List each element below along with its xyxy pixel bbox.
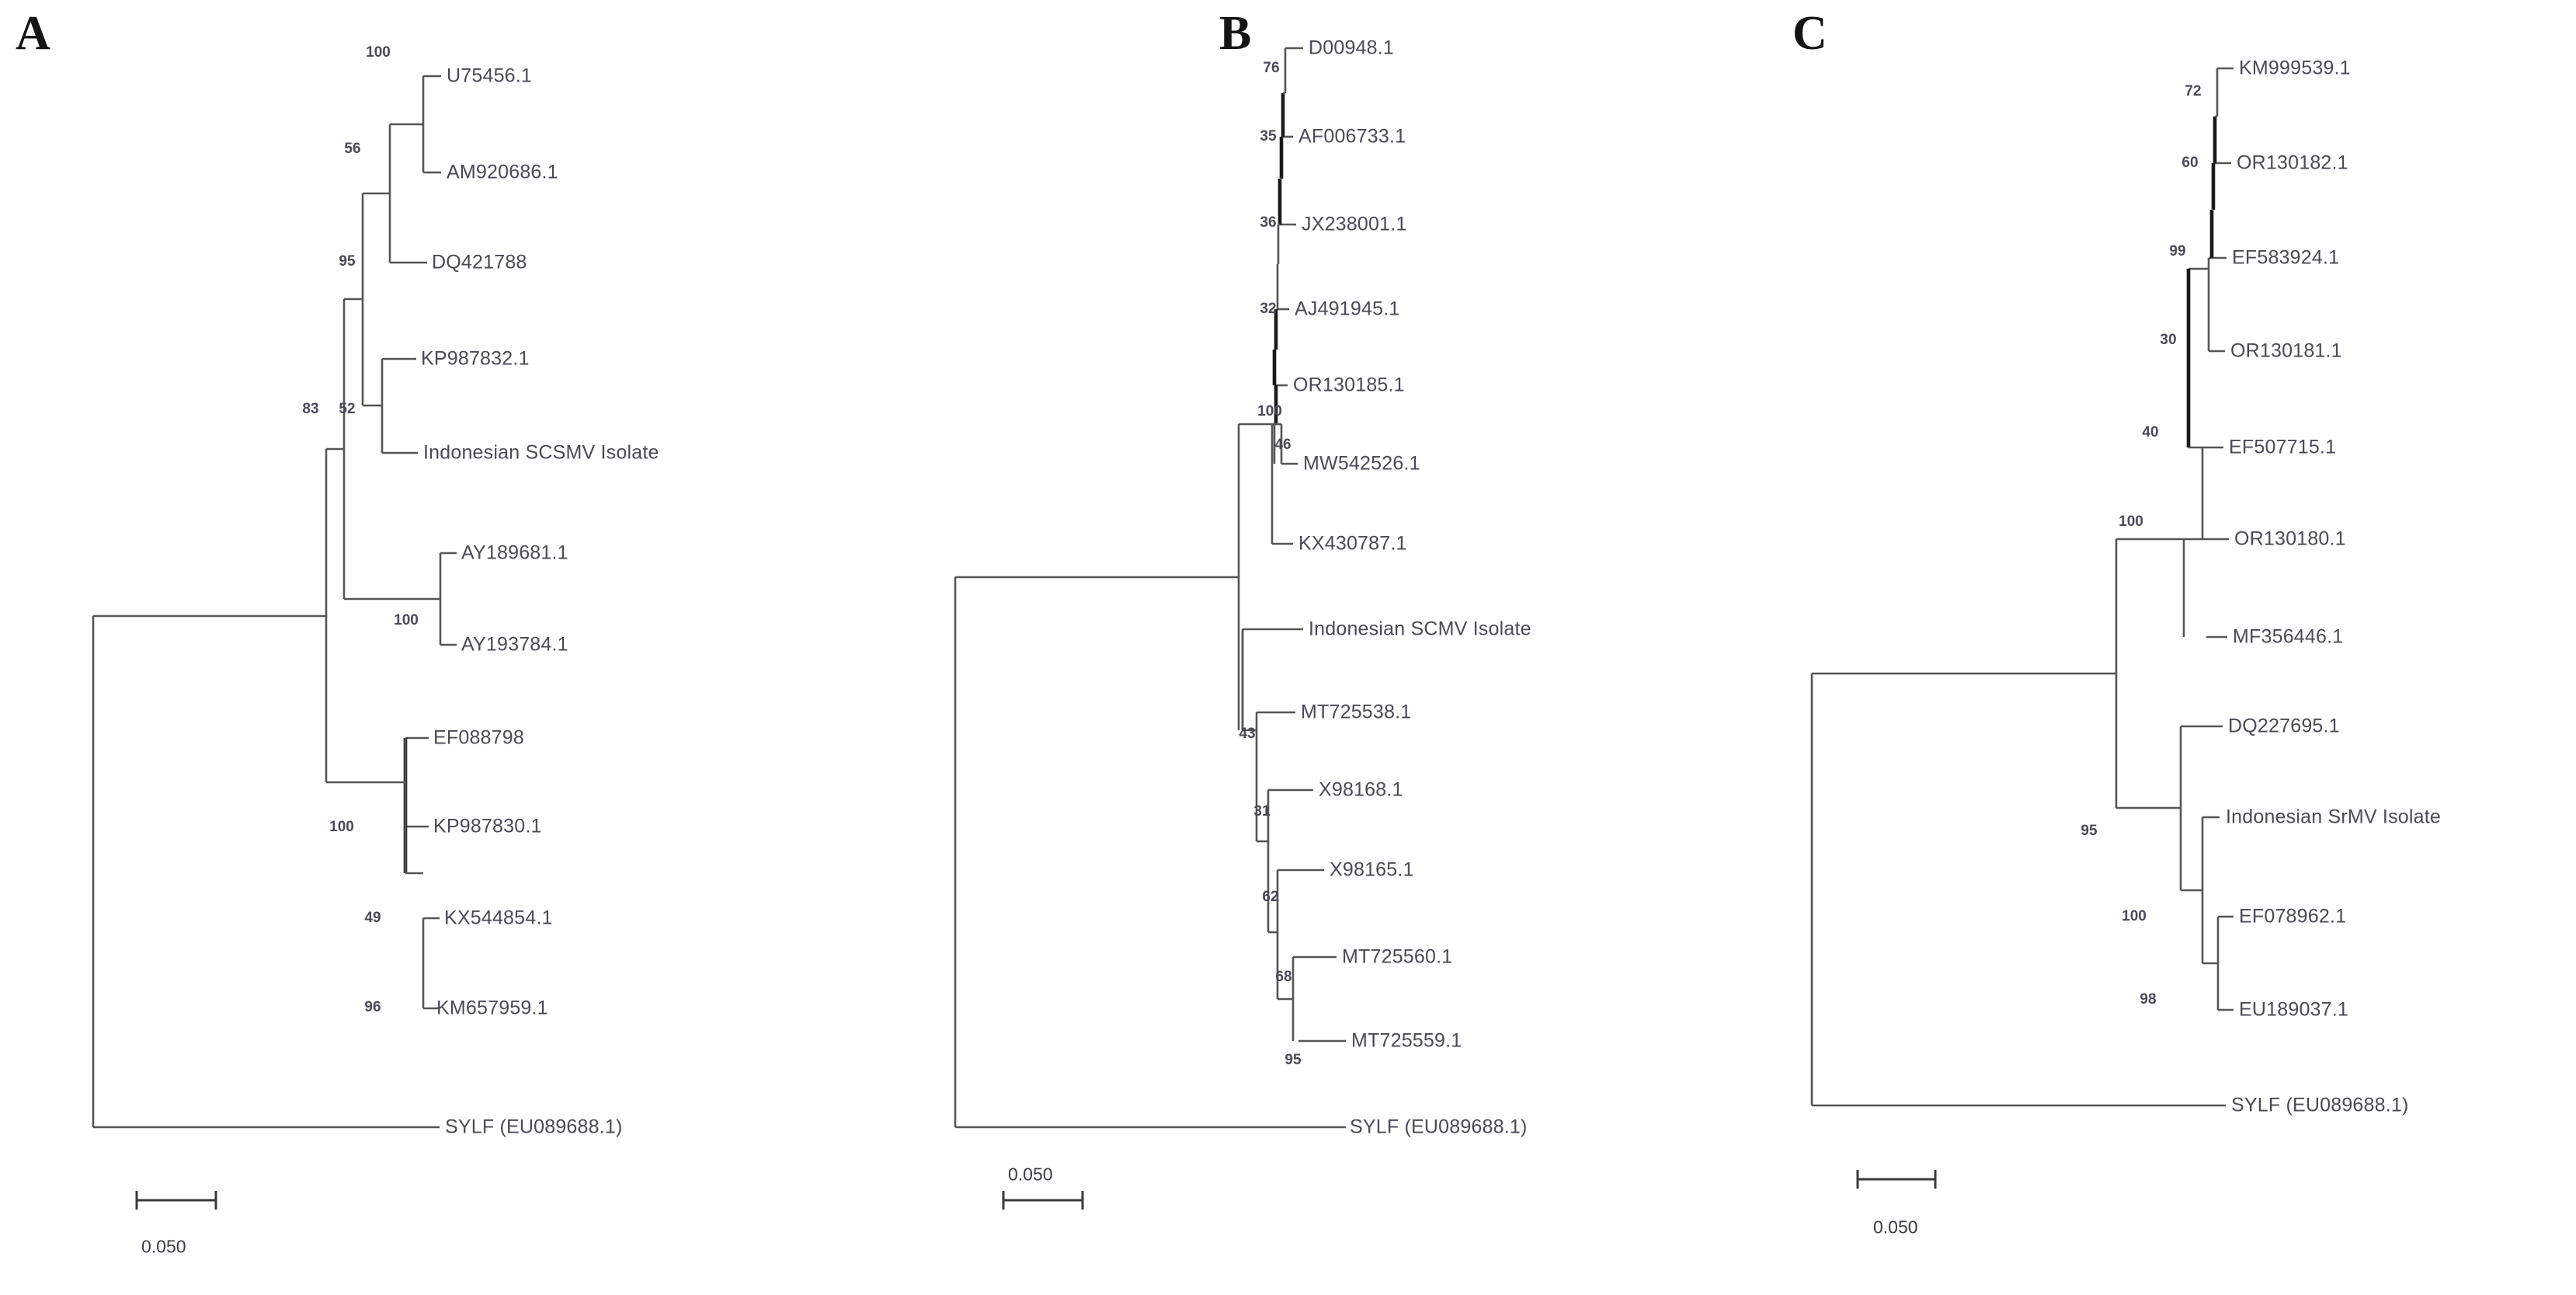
bootstrap-value: 60 [2181,155,2199,171]
taxon-label-outgroup: SYLF (EU089688.1) [1350,1116,1528,1138]
panel-c-tree-svg [1810,67,2234,1189]
panel-c-letter: C [1792,7,1827,60]
bootstrap-value: 32 [1260,301,1277,317]
bootstrap-value: 43 [1239,726,1256,742]
taxon-label: EU189037.1 [2239,998,2349,1021]
bootstrap-value: 95 [339,253,356,270]
taxon-label: DQ421788 [432,251,527,273]
taxon-label: EF088798 [433,726,524,749]
taxon-label: AY193784.1 [461,633,568,656]
taxon-label: EF078962.1 [2239,905,2347,928]
bootstrap-value: 62 [1262,889,1279,905]
taxon-label: MF356446.1 [2233,625,2344,648]
panel-a: A [0,0,901,1295]
taxon-label: Indonesian SrMV Isolate [2226,806,2441,828]
taxon-label: EF507715.1 [2229,436,2337,458]
taxon-label: KP987832.1 [421,347,530,370]
panel-b-branches [954,47,1346,1210]
taxon-label: AF006733.1 [1298,125,1406,148]
taxon-label: X98168.1 [1319,778,1403,801]
bootstrap-value: 40 [2142,424,2159,440]
bootstrap-value: 68 [1275,969,1292,985]
taxon-label: MW542526.1 [1303,452,1420,475]
bootstrap-value: 100 [366,44,391,61]
bootstrap-value: 99 [2169,243,2186,259]
bootstrap-value: 49 [364,910,381,926]
bootstrap-value: 100 [329,819,354,835]
taxon-label-outgroup: SYLF (EU089688.1) [2231,1094,2409,1116]
bootstrap-value: 95 [2081,823,2098,839]
taxon-label: KX544854.1 [444,907,553,929]
panel-b-letter: B [1219,7,1252,60]
taxon-label: X98165.1 [1330,858,1414,881]
bootstrap-value: 56 [344,141,361,157]
taxon-label: OR130181.1 [2230,339,2342,362]
bootstrap-value: 72 [2185,83,2202,99]
bootstrap-value: 36 [1260,214,1277,231]
taxon-label: AJ491945.1 [1295,298,1400,320]
taxon-label: MT725538.1 [1301,701,1412,723]
taxon-label: AY189681.1 [461,541,568,564]
panel-c: C [1771,0,2576,1295]
panel-b-tree-svg [954,47,1346,1210]
taxon-label: MT725559.1 [1351,1029,1462,1052]
bootstrap-value: 35 [1260,128,1277,144]
taxon-label: MT725560.1 [1342,945,1453,968]
bootstrap-value: 98 [2140,991,2157,1008]
taxon-label: OR130185.1 [1293,374,1405,396]
taxon-label: OR130182.1 [2237,151,2348,174]
taxon-label: U75456.1 [447,64,533,87]
bootstrap-value: 95 [1285,1052,1302,1068]
scale-bar-label: 0.050 [141,1236,186,1257]
bootstrap-value: 30 [2160,332,2177,348]
panel-b: B [901,0,1771,1295]
bootstrap-value: 31 [1253,803,1271,820]
panel-a-branches [92,75,457,1210]
scale-bar-label: 0.050 [1008,1164,1053,1185]
bootstrap-value: 46 [1274,437,1291,453]
taxon-label: KM999539.1 [2239,57,2351,79]
taxon-label-outgroup: SYLF (EU089688.1) [445,1116,623,1138]
scale-bar-label: 0.050 [1873,1217,1918,1238]
panel-a-tree-svg [92,75,457,1210]
bootstrap-value: 100 [1257,403,1282,419]
panel-a-letter: A [16,7,50,60]
taxon-label: OR130180.1 [2234,527,2346,550]
taxon-label: AM920686.1 [447,161,558,183]
taxon-label: D00948.1 [1309,37,1395,59]
bootstrap-value: 76 [1263,60,1280,76]
panel-c-branches [1810,67,2234,1189]
bootstrap-value: 83 [302,401,319,417]
bootstrap-value: 52 [339,401,356,417]
taxon-label: JX238001.1 [1302,213,1407,235]
bootstrap-value: 100 [2122,908,2147,924]
taxon-label: EF583924.1 [2232,246,2340,269]
taxon-label: Indonesian SCMV Isolate [1309,618,1531,640]
taxon-label: Indonesian SCSMV Isolate [423,441,659,464]
taxon-label: KM657959.1 [436,997,548,1019]
bootstrap-value: 96 [364,999,381,1015]
taxon-label: KP987830.1 [433,815,542,837]
taxon-label: KX430787.1 [1298,532,1407,555]
bootstrap-value: 100 [394,612,419,628]
bootstrap-value: 100 [2119,513,2143,530]
taxon-label: DQ227695.1 [2228,715,2340,737]
